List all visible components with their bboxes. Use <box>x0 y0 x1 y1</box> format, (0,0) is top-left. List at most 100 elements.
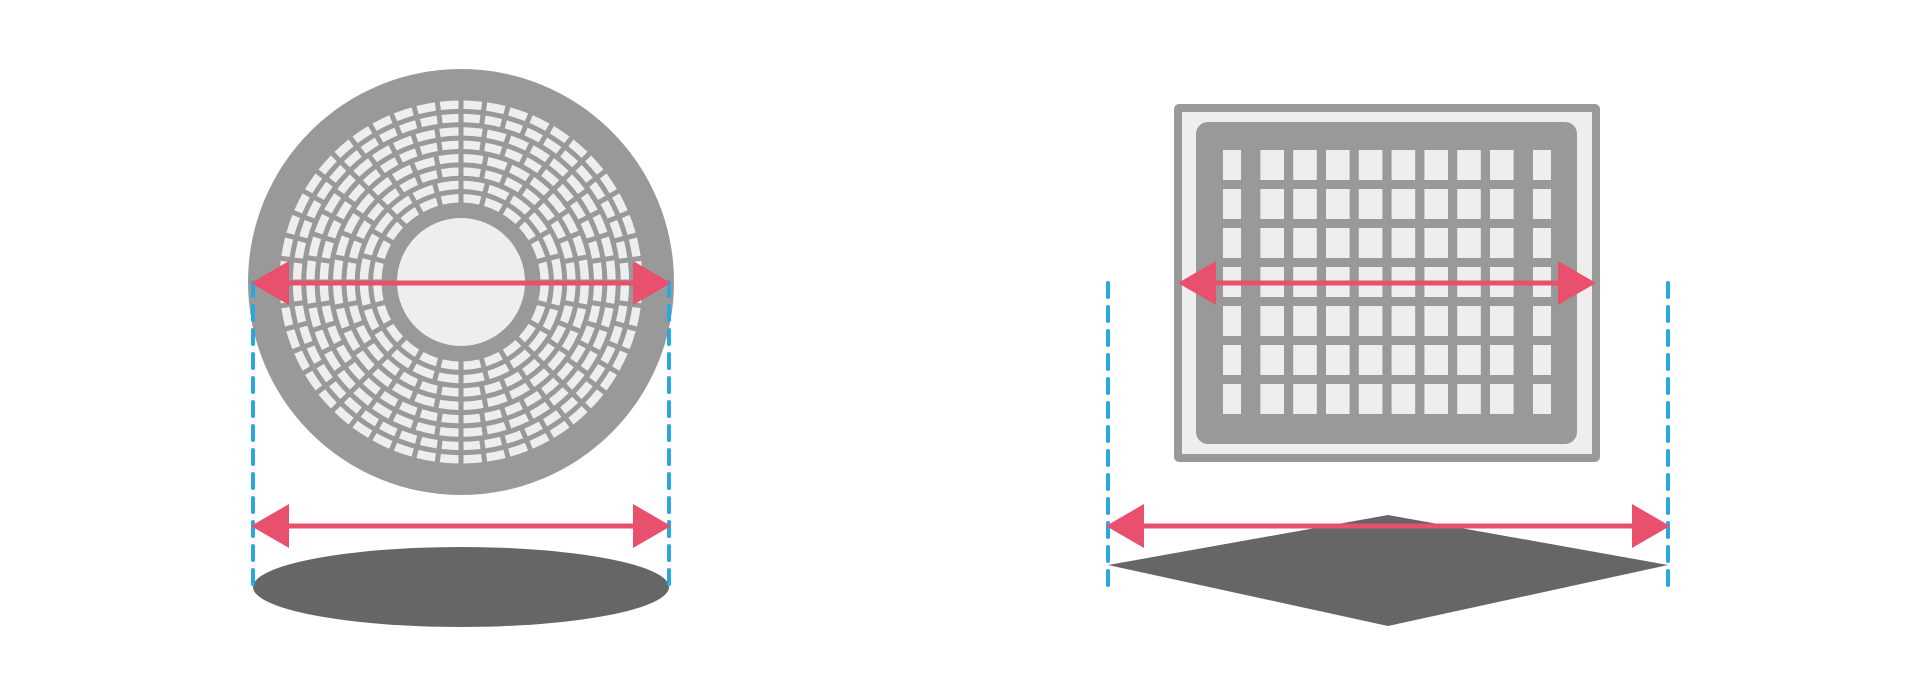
cover-slot <box>386 323 404 343</box>
grate-slot <box>1358 345 1383 375</box>
arrow-head-left <box>251 261 289 305</box>
cover-slot <box>318 389 337 409</box>
grate-slot <box>1326 228 1350 258</box>
cover-slot <box>560 240 573 259</box>
cover-slot <box>379 127 398 143</box>
grate-slot <box>1391 228 1416 258</box>
cover-slot <box>589 181 606 200</box>
grate-slot <box>1326 345 1350 375</box>
cover-slot <box>463 127 483 138</box>
cover-slot <box>508 413 530 429</box>
cover-slot <box>502 207 522 225</box>
cover-slot <box>372 115 393 131</box>
cover-slot <box>556 183 574 202</box>
cover-slot <box>439 426 459 437</box>
grate-slot <box>1223 345 1241 375</box>
cover-slot <box>391 164 413 182</box>
cover-slot <box>353 158 373 177</box>
grate-slot <box>1260 189 1284 219</box>
cover-slot <box>419 142 438 155</box>
cover-slot <box>372 368 393 388</box>
cover-slot <box>439 127 459 138</box>
cover-slot <box>414 156 436 171</box>
cover-slot <box>508 135 530 151</box>
cover-slot <box>529 145 550 163</box>
grate-slot <box>1391 189 1416 219</box>
cover-slot <box>393 442 414 457</box>
cover-slot <box>360 137 379 154</box>
cover-slot <box>528 212 548 234</box>
cover-slot <box>592 329 608 351</box>
cover-slot <box>580 193 598 214</box>
cover-slot <box>565 262 576 280</box>
cover-slot <box>348 183 366 202</box>
cover-slot <box>580 325 595 344</box>
cover-slot <box>463 100 483 111</box>
cover-slot <box>612 193 628 214</box>
width-arrow-icon <box>1178 261 1596 305</box>
cover-slot <box>355 193 375 214</box>
cover-slot <box>349 305 362 324</box>
cover-slot <box>463 167 481 178</box>
cover-slot <box>463 194 482 205</box>
cover-slot <box>463 180 485 192</box>
cover-slot <box>440 359 459 370</box>
arrow-head-left <box>1178 261 1216 305</box>
cover-slot <box>542 233 559 256</box>
cover-slot <box>463 359 482 370</box>
cover-slot <box>398 120 418 134</box>
cover-slot <box>504 120 524 134</box>
cover-slot <box>543 410 562 427</box>
grate-slot <box>1424 384 1448 414</box>
cover-slot <box>578 284 589 305</box>
grate-slot <box>1293 384 1317 414</box>
grate-slot <box>1358 189 1383 219</box>
cover-slot <box>437 180 459 192</box>
cover-slot <box>509 349 531 369</box>
cover-slot <box>356 220 372 240</box>
grate-slot <box>1326 306 1350 336</box>
grate-slot <box>1457 150 1481 180</box>
cover-slot <box>333 259 344 280</box>
cover-slot <box>615 305 628 324</box>
cover-slot <box>518 221 536 241</box>
cover-slot <box>524 421 543 437</box>
cover-slot <box>551 284 563 306</box>
cover-slot <box>314 329 330 351</box>
cover-slot <box>509 195 531 215</box>
cover-slot <box>321 240 334 259</box>
grate-slot <box>1260 306 1284 336</box>
cover-slot <box>381 188 400 206</box>
grate-slot <box>1358 306 1383 336</box>
cover-slot <box>599 370 617 391</box>
grate-slot <box>1490 306 1514 336</box>
cover-slot <box>292 262 303 280</box>
grate-slot <box>1326 189 1350 219</box>
cover-slot <box>294 305 307 324</box>
grate-slot <box>1293 228 1317 258</box>
cover-slot <box>299 325 313 345</box>
cover-slot <box>336 200 352 220</box>
cover-slot <box>419 170 438 183</box>
cover-slot <box>575 164 593 183</box>
cover-slot <box>400 207 420 225</box>
cover-slot <box>400 339 420 357</box>
cover-slot <box>537 202 555 221</box>
cover-slot <box>537 343 555 362</box>
grate-slot <box>1457 228 1481 258</box>
width-arrows <box>251 261 1670 548</box>
cover-slot <box>399 371 419 387</box>
cover-slot <box>550 220 566 240</box>
cover-slot <box>550 324 566 344</box>
cover-slot <box>286 214 301 235</box>
cover-slot <box>294 193 310 214</box>
cover-slot <box>463 372 485 384</box>
cover-slot <box>572 307 587 329</box>
cover-slot <box>286 329 301 350</box>
cover-slot <box>566 370 585 390</box>
cover-slot <box>305 370 323 391</box>
cover-slot <box>628 307 641 327</box>
cover-slot <box>549 126 570 144</box>
cover-slot <box>329 164 347 183</box>
cover-slot <box>367 202 385 221</box>
